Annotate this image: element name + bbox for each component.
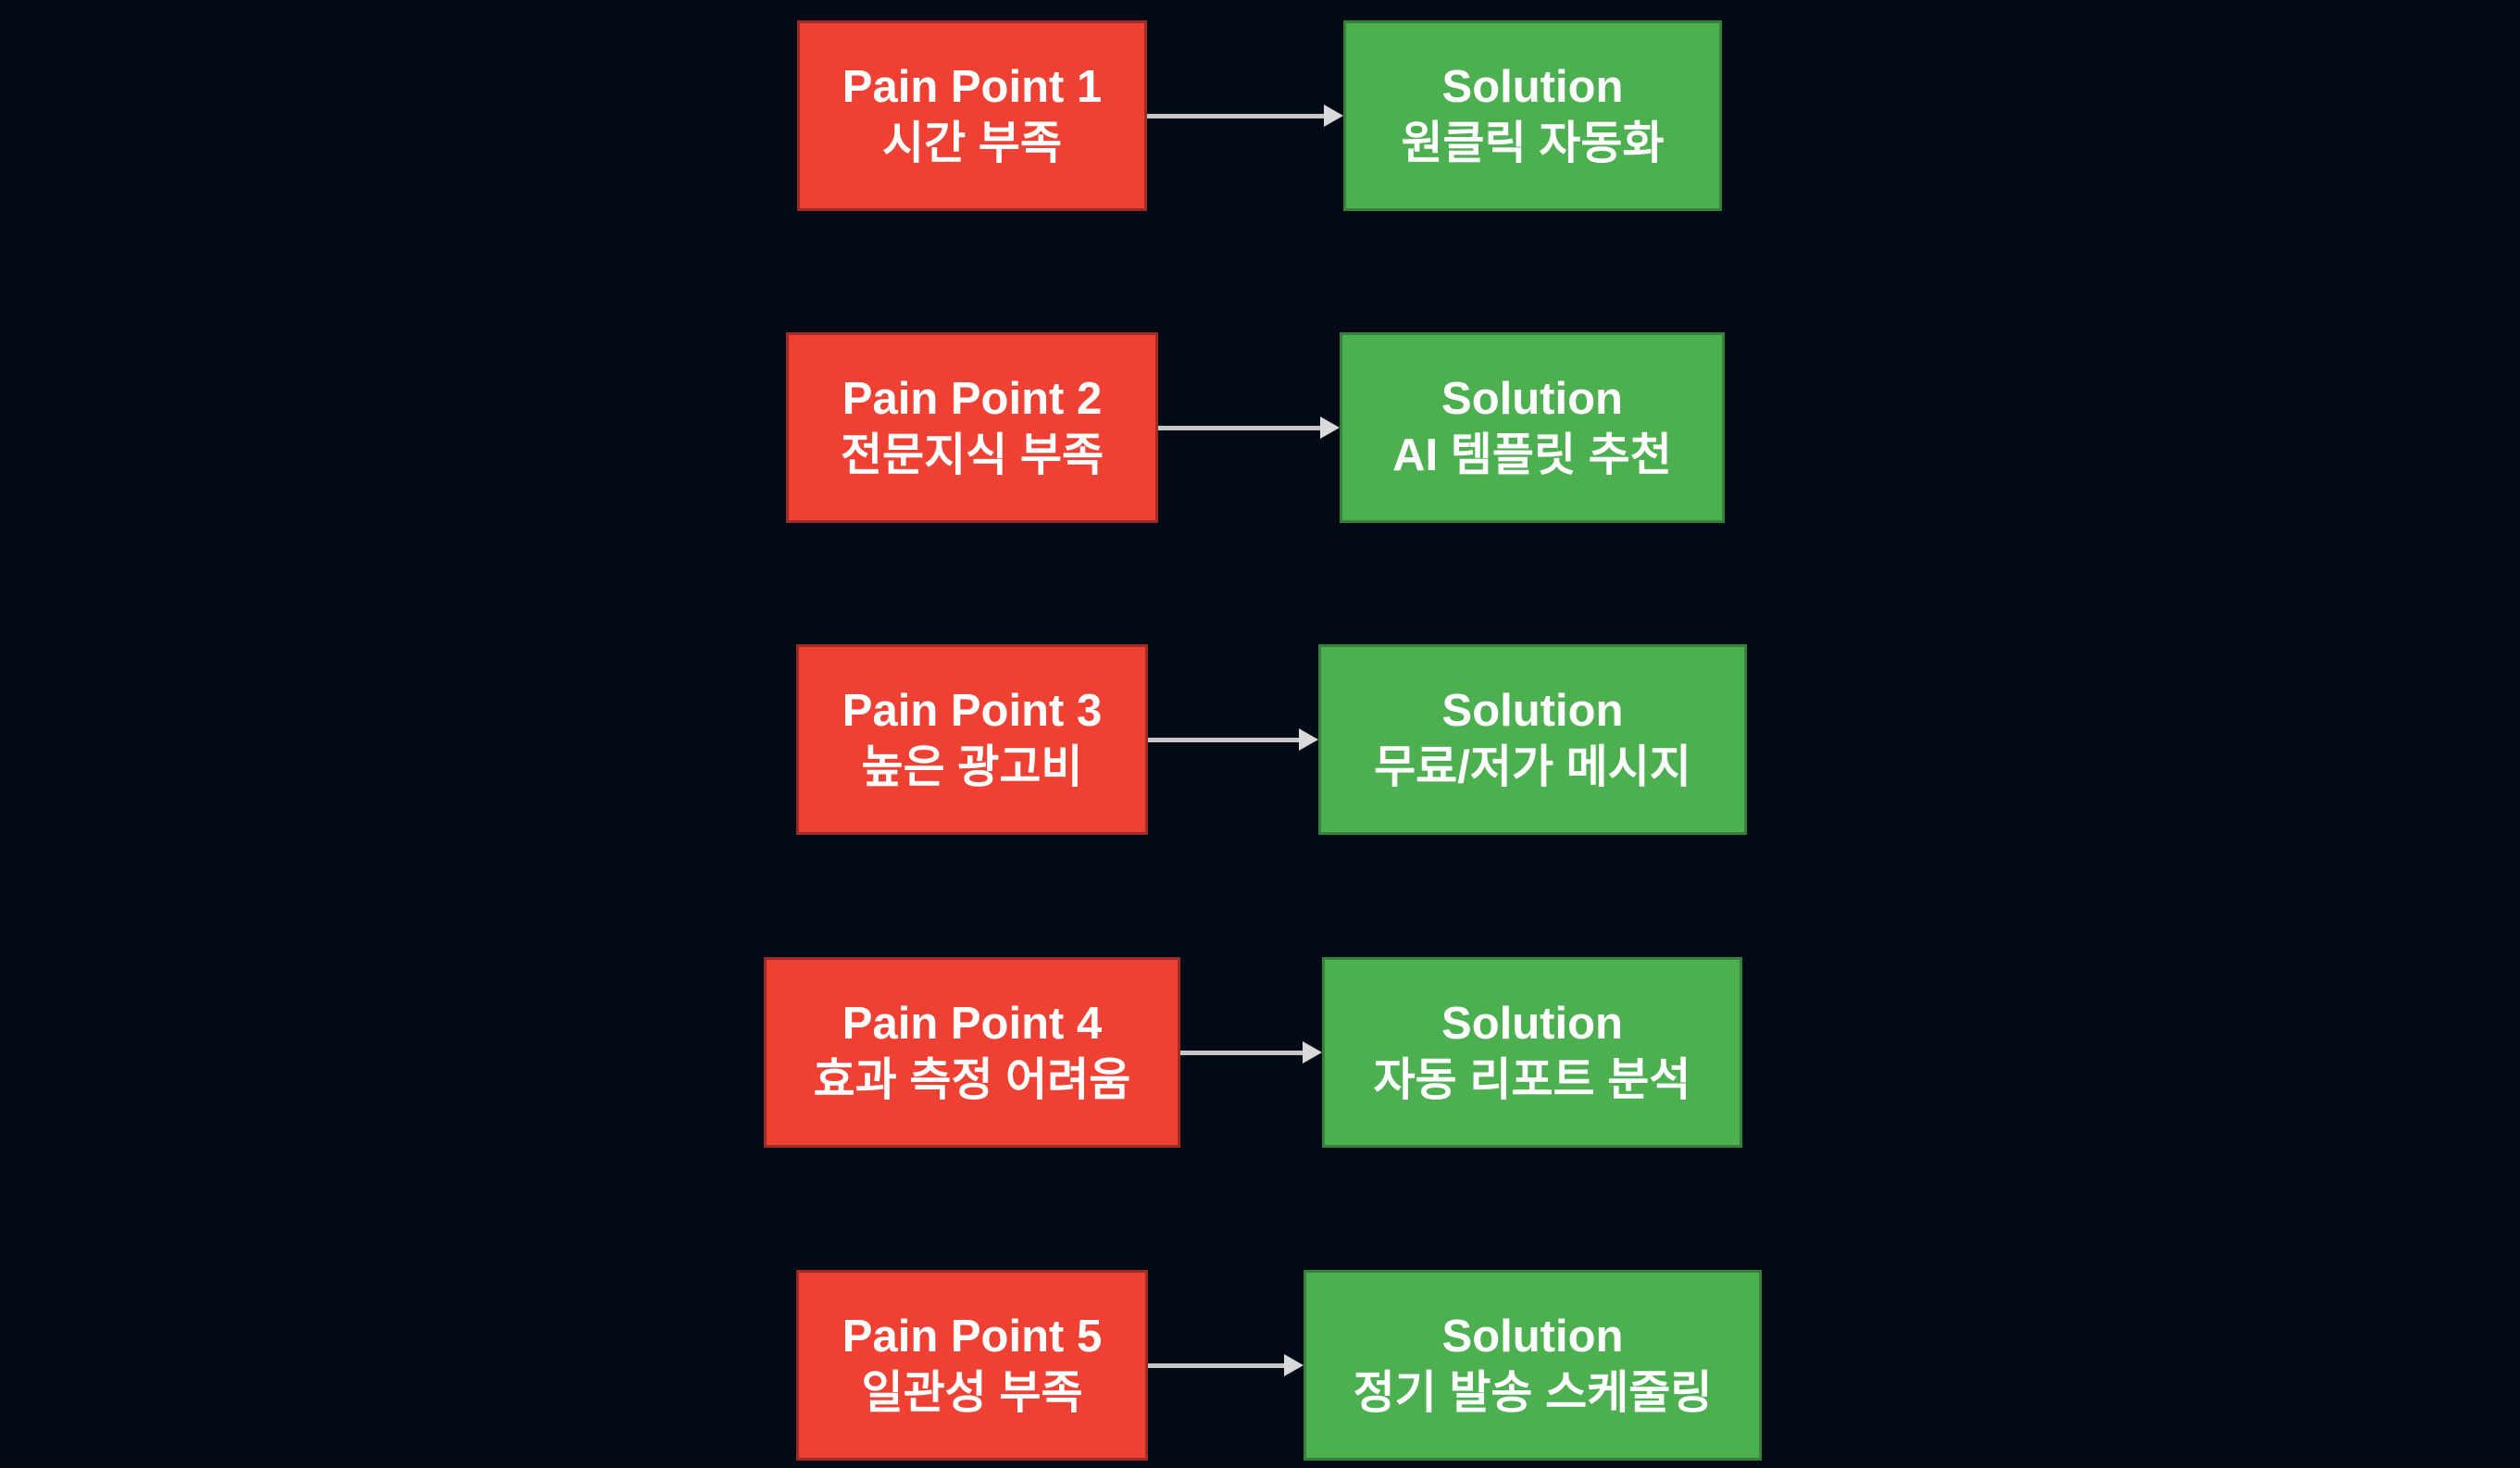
solution-title: Solution (1441, 998, 1623, 1049)
flow-row-1: Pain Point 1 시간 부족 Solution 원클릭 자동화 (0, 20, 2520, 211)
solution-box-5: Solution 정기 발송 스케줄링 (1304, 1270, 1762, 1461)
arrow-shaft (1148, 1363, 1287, 1368)
flow-row-2: Pain Point 2 전문지식 부족 Solution AI 템플릿 추천 (0, 332, 2520, 523)
pain-point-box-1: Pain Point 1 시간 부족 (797, 20, 1147, 211)
arrow-shaft (1148, 738, 1302, 742)
pain-point-subtitle: 높은 광고비 (861, 742, 1083, 792)
pain-point-title: Pain Point 2 (842, 373, 1103, 424)
pain-point-box-2: Pain Point 2 전문지식 부족 (786, 332, 1158, 523)
solution-box-4: Solution 자동 리포트 분석 (1322, 957, 1742, 1148)
pain-point-title: Pain Point 5 (842, 1311, 1103, 1362)
arrow-shaft (1158, 426, 1323, 430)
pain-point-box-4: Pain Point 4 효과 측정 어려움 (764, 957, 1180, 1148)
pain-point-title: Pain Point 1 (842, 61, 1103, 112)
solution-box-2: Solution AI 템플릿 추천 (1340, 332, 1725, 523)
solution-title: Solution (1441, 373, 1623, 424)
pain-point-subtitle: 효과 측정 어려움 (813, 1055, 1131, 1105)
arrow-head-icon (1284, 1354, 1304, 1376)
flow-row-5: Pain Point 5 일관성 부족 Solution 정기 발송 스케줄링 (0, 1270, 2520, 1461)
arrow-right-icon (1180, 1041, 1322, 1064)
arrow-right-icon (1158, 417, 1340, 439)
arrow-shaft (1180, 1051, 1305, 1055)
solution-title: Solution (1441, 685, 1624, 736)
arrow-right-icon (1147, 105, 1343, 127)
solution-subtitle: 정기 발송 스케줄링 (1353, 1368, 1713, 1418)
flow-row-3: Pain Point 3 높은 광고비 Solution 무료/저가 메시지 (0, 644, 2520, 835)
solution-subtitle: 자동 리포트 분석 (1373, 1055, 1691, 1105)
solution-title: Solution (1441, 1311, 1624, 1362)
solution-box-1: Solution 원클릭 자동화 (1343, 20, 1722, 211)
pain-point-title: Pain Point 3 (842, 685, 1103, 736)
arrow-right-icon (1148, 1354, 1304, 1376)
solution-subtitle: 무료/저가 메시지 (1374, 742, 1691, 792)
pain-point-subtitle: 전문지식 부족 (840, 430, 1104, 480)
arrow-head-icon (1320, 417, 1340, 439)
solution-subtitle: AI 템플릿 추천 (1392, 430, 1672, 480)
flow-row-4: Pain Point 4 효과 측정 어려움 Solution 자동 리포트 분… (0, 957, 2520, 1148)
arrow-head-icon (1303, 1041, 1322, 1064)
solution-title: Solution (1441, 61, 1624, 112)
arrow-head-icon (1299, 728, 1318, 751)
pain-point-subtitle: 시간 부족 (882, 118, 1062, 168)
arrow-head-icon (1324, 105, 1343, 127)
arrow-shaft (1147, 114, 1327, 118)
solution-subtitle: 원클릭 자동화 (1401, 118, 1665, 168)
pain-point-box-3: Pain Point 3 높은 광고비 (796, 644, 1148, 835)
pain-point-title: Pain Point 4 (842, 998, 1103, 1049)
pain-point-subtitle: 일관성 부족 (861, 1368, 1083, 1418)
solution-box-3: Solution 무료/저가 메시지 (1318, 644, 1747, 835)
arrow-right-icon (1148, 728, 1318, 751)
pain-point-box-5: Pain Point 5 일관성 부족 (796, 1270, 1148, 1461)
